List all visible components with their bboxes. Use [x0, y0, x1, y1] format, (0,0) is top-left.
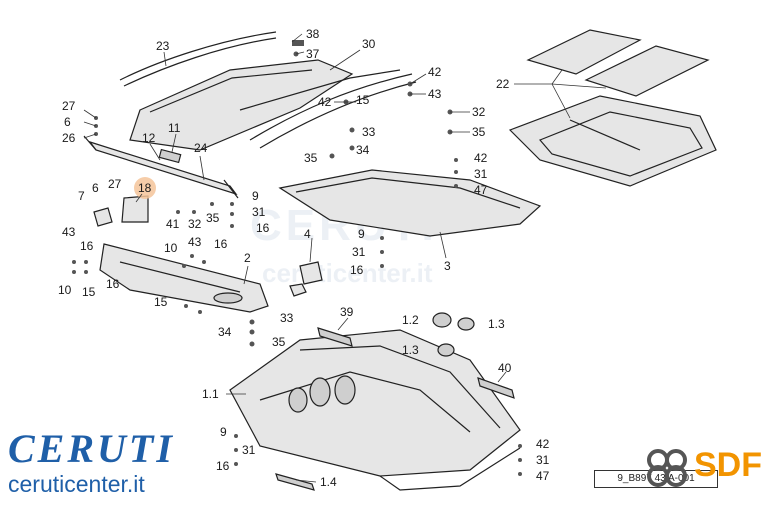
- callout-11: 11: [168, 121, 181, 135]
- callout-12: 12: [142, 131, 156, 145]
- callout-35: 35: [272, 335, 286, 349]
- part-seal-set: [508, 29, 717, 187]
- part-4-lamp: [289, 283, 307, 297]
- callout-1-3: 1.3: [488, 317, 505, 331]
- callout-7: 7: [78, 189, 85, 203]
- callout-38: 38: [306, 27, 320, 41]
- callout-43: 43: [188, 235, 202, 249]
- callout-1-3: 1.3: [402, 343, 419, 357]
- callout-15: 15: [356, 93, 370, 107]
- callout-33: 33: [280, 311, 294, 325]
- callout-32: 32: [188, 217, 202, 231]
- callout-37: 37: [306, 47, 320, 61]
- callout-16: 16: [256, 221, 270, 235]
- highlight-part-18: [134, 177, 156, 199]
- callout-42: 42: [536, 437, 550, 451]
- part-roof-rail-strip: [119, 31, 277, 87]
- callout-6: 6: [64, 115, 71, 129]
- callout-1-4: 1.4: [320, 475, 337, 489]
- callout-16: 16: [350, 263, 364, 277]
- part-roof-frame: [129, 59, 417, 151]
- callout-33: 33: [362, 125, 376, 139]
- callout-4: 4: [304, 227, 311, 241]
- part-1-4-strip: [275, 473, 315, 491]
- part-39-grab-handle: [317, 327, 353, 347]
- sdf-logo: SDF: [642, 444, 776, 490]
- part-4-cover: [299, 261, 323, 285]
- callout-43: 43: [62, 225, 76, 239]
- callout-34: 34: [218, 325, 232, 339]
- callout-2: 2: [244, 251, 251, 265]
- callout-18: 18: [138, 181, 152, 195]
- callout-47: 47: [536, 469, 550, 483]
- part-1-2-knob: [432, 312, 452, 328]
- callout-31: 31: [252, 205, 266, 219]
- sdf-rings-icon: [647, 449, 687, 487]
- callout-26: 26: [62, 131, 76, 145]
- callout-39: 39: [340, 305, 354, 319]
- part-roof-panel: [278, 169, 542, 237]
- callout-42: 42: [474, 151, 488, 165]
- watermark-site: ceruticenter.it: [262, 258, 433, 288]
- callout-9: 9: [358, 227, 365, 241]
- callout-16: 16: [214, 237, 228, 251]
- callout-27: 27: [108, 177, 122, 191]
- callout-40: 40: [498, 361, 512, 375]
- part-side-trim: [99, 243, 269, 313]
- callout-32: 32: [472, 105, 486, 119]
- callout-15: 15: [154, 295, 168, 309]
- callout-22: 22: [496, 77, 510, 91]
- ceruti-site-link[interactable]: ceruticenter.it: [8, 471, 145, 497]
- part-cross-bar: [83, 135, 239, 199]
- callout-41: 41: [166, 217, 180, 231]
- leader-lines: [83, 33, 607, 483]
- ceruti-logo: CERUTI: [8, 426, 175, 471]
- callout-1-2: 1.2: [402, 313, 419, 327]
- callout-35: 35: [304, 151, 318, 165]
- callout-10: 10: [164, 241, 178, 255]
- callout-1-1: 1.1: [202, 387, 219, 401]
- callout-10: 10: [58, 283, 72, 297]
- callout-9: 9: [220, 425, 227, 439]
- part-headliner: [229, 329, 521, 491]
- callout-34: 34: [356, 143, 370, 157]
- callout-6: 6: [92, 181, 99, 195]
- callout-23: 23: [156, 39, 170, 53]
- callout-47: 47: [474, 183, 488, 197]
- callout-42: 42: [318, 95, 332, 109]
- callout-16: 16: [216, 459, 230, 473]
- callout-24: 24: [194, 141, 208, 155]
- sdf-logo-text: SDF: [694, 446, 762, 484]
- callout-15: 15: [82, 285, 96, 299]
- callout-27: 27: [62, 99, 76, 113]
- callout-31: 31: [474, 167, 488, 181]
- ceruti-branding: CERUTI ceruticenter.it: [8, 428, 238, 498]
- part-1-3-knob-b: [437, 343, 455, 357]
- callout-31: 31: [536, 453, 550, 467]
- callout-9: 9: [252, 189, 259, 203]
- callout-16: 16: [80, 239, 94, 253]
- callout-31: 31: [242, 443, 256, 457]
- part-18-panel: [121, 177, 156, 223]
- callout-42: 42: [428, 65, 442, 79]
- callout-labels: 23 38 37 30 42 43 42 15 32 35 22 27 6 26…: [58, 27, 550, 489]
- part-1-3-knob-a: [457, 317, 475, 331]
- part-7-lens: [93, 207, 113, 227]
- callout-43: 43: [428, 87, 442, 101]
- callout-35: 35: [472, 125, 486, 139]
- callout-16: 16: [106, 277, 120, 291]
- callout-30: 30: [362, 37, 376, 51]
- part-40-grab-handle: [477, 377, 515, 399]
- callout-35: 35: [206, 211, 220, 225]
- callout-3: 3: [444, 259, 451, 273]
- callout-31: 31: [352, 245, 366, 259]
